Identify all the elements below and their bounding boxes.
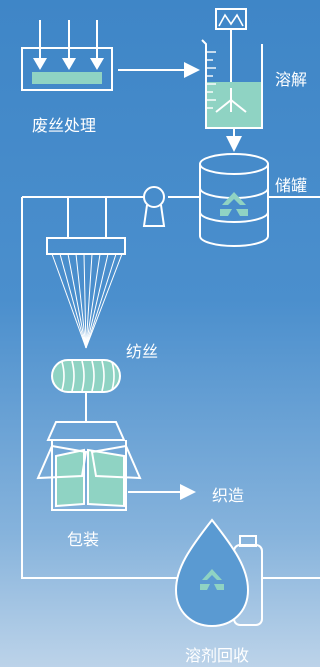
label-dissolve: 溶解	[275, 70, 308, 89]
label-waste-silk: 废丝处理	[32, 116, 97, 135]
waste-silk-tray-icon	[21, 20, 113, 91]
pump-icon	[142, 186, 166, 227]
packaging-box-icon	[36, 421, 142, 511]
label-solvent-recovery: 溶剂回收	[185, 646, 250, 665]
label-weaving: 织造	[212, 486, 245, 505]
solvent-recovery-icon	[174, 518, 263, 628]
spinneret-icon	[46, 197, 126, 349]
storage-tank-icon	[199, 153, 269, 247]
yarn-bobbin-icon	[51, 359, 121, 393]
label-spinning: 纺丝	[126, 342, 159, 361]
dissolve-beaker-icon	[201, 8, 263, 129]
pipe-return-loop	[21, 197, 180, 579]
label-storage: 储罐	[275, 176, 308, 195]
label-packaging: 包装	[67, 530, 100, 549]
